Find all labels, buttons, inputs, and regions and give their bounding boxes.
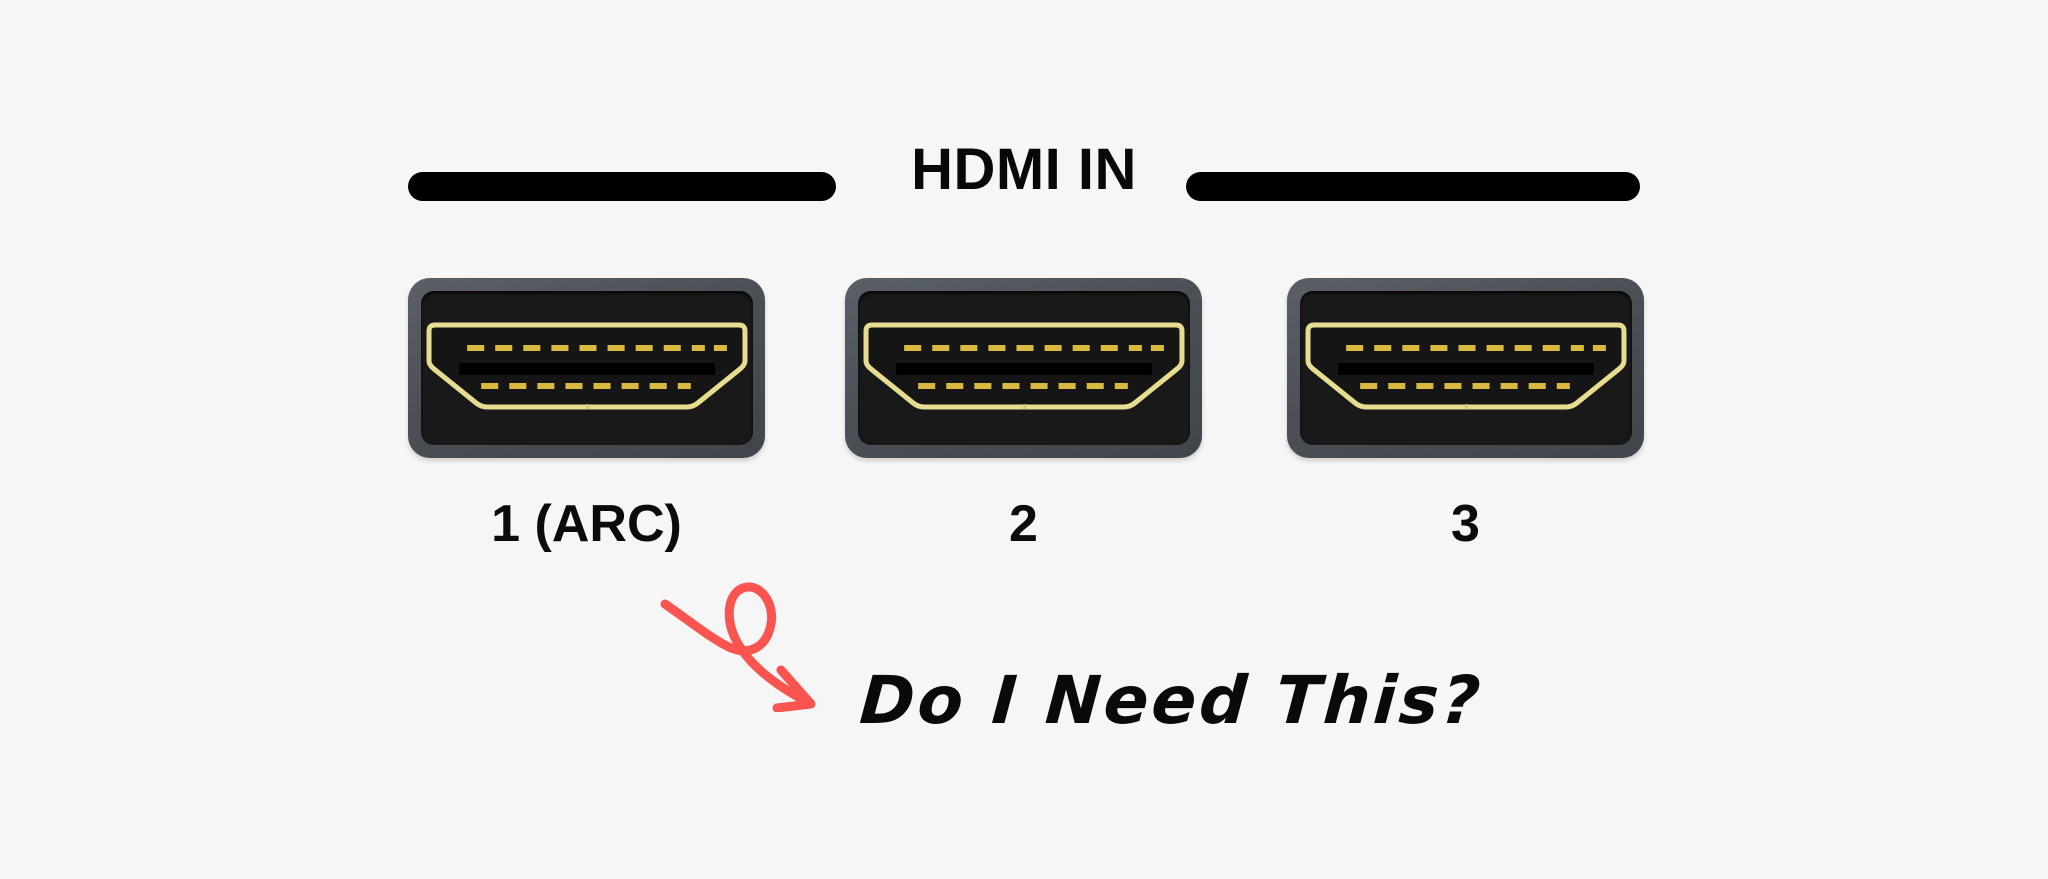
hdmi-port-1-cavity xyxy=(421,291,753,445)
hdmi-port-2[interactable] xyxy=(845,278,1202,458)
header-rule-right xyxy=(1186,172,1640,201)
header-rule-left xyxy=(408,172,836,201)
annotation-caption: Do I Need This? xyxy=(857,662,1486,739)
hdmi-port-3-cavity xyxy=(1300,291,1632,445)
page-title: HDMI IN xyxy=(911,137,1137,202)
hdmi-port-2-cavity xyxy=(858,291,1190,445)
hdmi-port-3[interactable] xyxy=(1287,278,1644,458)
hdmi-connector-shape-icon xyxy=(426,322,748,410)
hdmi-port-3-label: 3 xyxy=(1451,495,1480,553)
hdmi-connector-shape-icon xyxy=(863,322,1185,410)
hdmi-port-2-label: 2 xyxy=(1009,495,1038,553)
curved-loop-arrow-icon xyxy=(660,582,816,712)
hdmi-port-1[interactable] xyxy=(408,278,765,458)
annotation-arrow xyxy=(655,562,855,712)
hdmi-connector-shape-icon xyxy=(1305,322,1627,410)
hdmi-port-1-label: 1 (ARC) xyxy=(491,495,682,553)
